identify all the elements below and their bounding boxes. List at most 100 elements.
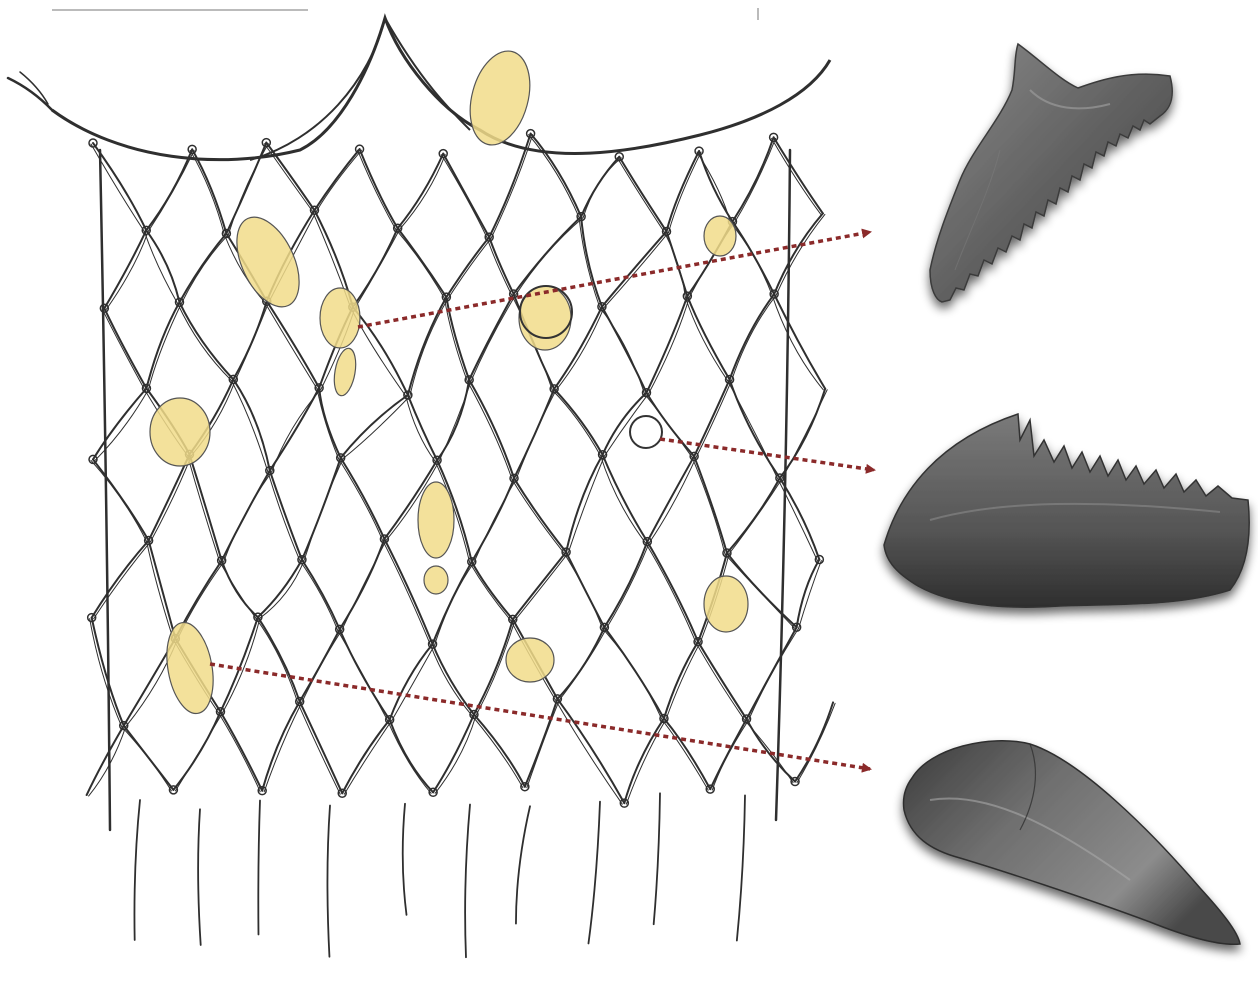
net-strand xyxy=(774,294,825,389)
net-strand xyxy=(149,541,176,639)
net-strand xyxy=(89,727,126,796)
net-strand xyxy=(8,78,52,110)
net-strand xyxy=(353,228,398,307)
net-strand xyxy=(264,703,301,792)
net-strand xyxy=(106,231,148,309)
net-strand xyxy=(728,381,778,479)
net-strand xyxy=(220,712,262,791)
net-strand xyxy=(472,478,514,561)
net-strand xyxy=(382,540,430,645)
net-strand xyxy=(516,218,583,295)
net-strand xyxy=(727,478,780,553)
net-strand xyxy=(564,553,602,628)
net-strand xyxy=(258,560,302,617)
net-top-rope xyxy=(250,18,470,160)
net-strand xyxy=(525,699,558,787)
net-top-rope xyxy=(52,18,830,160)
net-strand xyxy=(298,703,341,795)
sketched-tooth xyxy=(424,566,448,594)
net-strand xyxy=(698,642,746,719)
net-strand xyxy=(555,700,622,804)
net-strand xyxy=(776,214,825,295)
net-strand xyxy=(192,149,226,233)
net-strand xyxy=(437,380,469,460)
net-strand xyxy=(619,157,666,232)
net-strand xyxy=(799,560,822,628)
net-strand xyxy=(472,715,523,787)
net-strand xyxy=(146,149,192,230)
net-strand xyxy=(327,806,330,957)
net-strand xyxy=(342,540,387,630)
net-strand xyxy=(730,380,780,478)
net-strand xyxy=(87,726,124,795)
net-strand xyxy=(554,389,602,455)
net-strand xyxy=(93,459,149,540)
sketched-tooth xyxy=(160,619,219,717)
net-strand xyxy=(566,455,602,552)
net-strand xyxy=(489,237,513,294)
net-strand xyxy=(316,150,361,211)
net-strand xyxy=(102,309,144,389)
net-strand xyxy=(187,455,219,561)
net-strand xyxy=(408,395,437,460)
net-strand xyxy=(190,150,224,234)
net-strand xyxy=(390,644,433,720)
net-strand xyxy=(218,713,260,792)
net-strand xyxy=(406,396,435,461)
net-strand xyxy=(392,645,435,721)
net-strand xyxy=(104,308,146,388)
net-strand xyxy=(262,702,299,791)
net-strand xyxy=(304,459,343,561)
net-strand xyxy=(749,628,799,720)
net-strand xyxy=(646,296,687,393)
net-strand xyxy=(353,307,408,395)
net-strand xyxy=(342,720,389,794)
net-strand xyxy=(300,702,343,794)
net-strand xyxy=(343,396,410,459)
sketched-tooth xyxy=(704,216,736,256)
net-strand xyxy=(774,213,823,294)
net-strand xyxy=(603,455,648,542)
net-strand xyxy=(557,699,624,803)
net-strand xyxy=(647,456,694,541)
net-strand xyxy=(583,158,621,218)
net-strand xyxy=(602,628,662,719)
sketched-tooth xyxy=(331,347,359,398)
net-strand xyxy=(300,561,338,631)
sketched-tooth xyxy=(704,576,748,632)
net-strand xyxy=(340,539,385,629)
net-strand xyxy=(220,617,257,712)
net-strand xyxy=(557,627,604,699)
net-strand xyxy=(730,223,772,296)
net-strand xyxy=(300,629,340,701)
net-strand xyxy=(104,230,146,308)
net-strand xyxy=(604,542,647,628)
net-strand xyxy=(319,388,341,458)
net-strand xyxy=(314,149,359,210)
net-strand xyxy=(669,152,702,232)
net-strand xyxy=(390,720,433,793)
net-strand xyxy=(568,456,604,553)
net-strand xyxy=(465,805,470,958)
net-strand xyxy=(667,231,688,296)
net-strand xyxy=(472,562,513,620)
net-strand xyxy=(581,217,602,307)
net-strand xyxy=(92,541,149,618)
net-strand xyxy=(256,618,298,702)
net-strand xyxy=(272,389,321,472)
net-strand xyxy=(224,472,272,562)
net-strand xyxy=(198,809,201,945)
net-strand xyxy=(95,389,148,460)
net-strand xyxy=(267,301,319,388)
net-strand xyxy=(467,381,512,479)
net-strand xyxy=(699,151,732,222)
net-strand xyxy=(516,390,556,479)
net-strand xyxy=(100,150,110,830)
sketched-tooth xyxy=(150,398,210,466)
net-strand xyxy=(341,395,408,458)
net-strand xyxy=(516,806,530,923)
net-strand xyxy=(94,542,151,619)
sketched-tooth xyxy=(506,638,554,682)
net-strand xyxy=(122,727,172,791)
net-strand xyxy=(433,714,474,792)
